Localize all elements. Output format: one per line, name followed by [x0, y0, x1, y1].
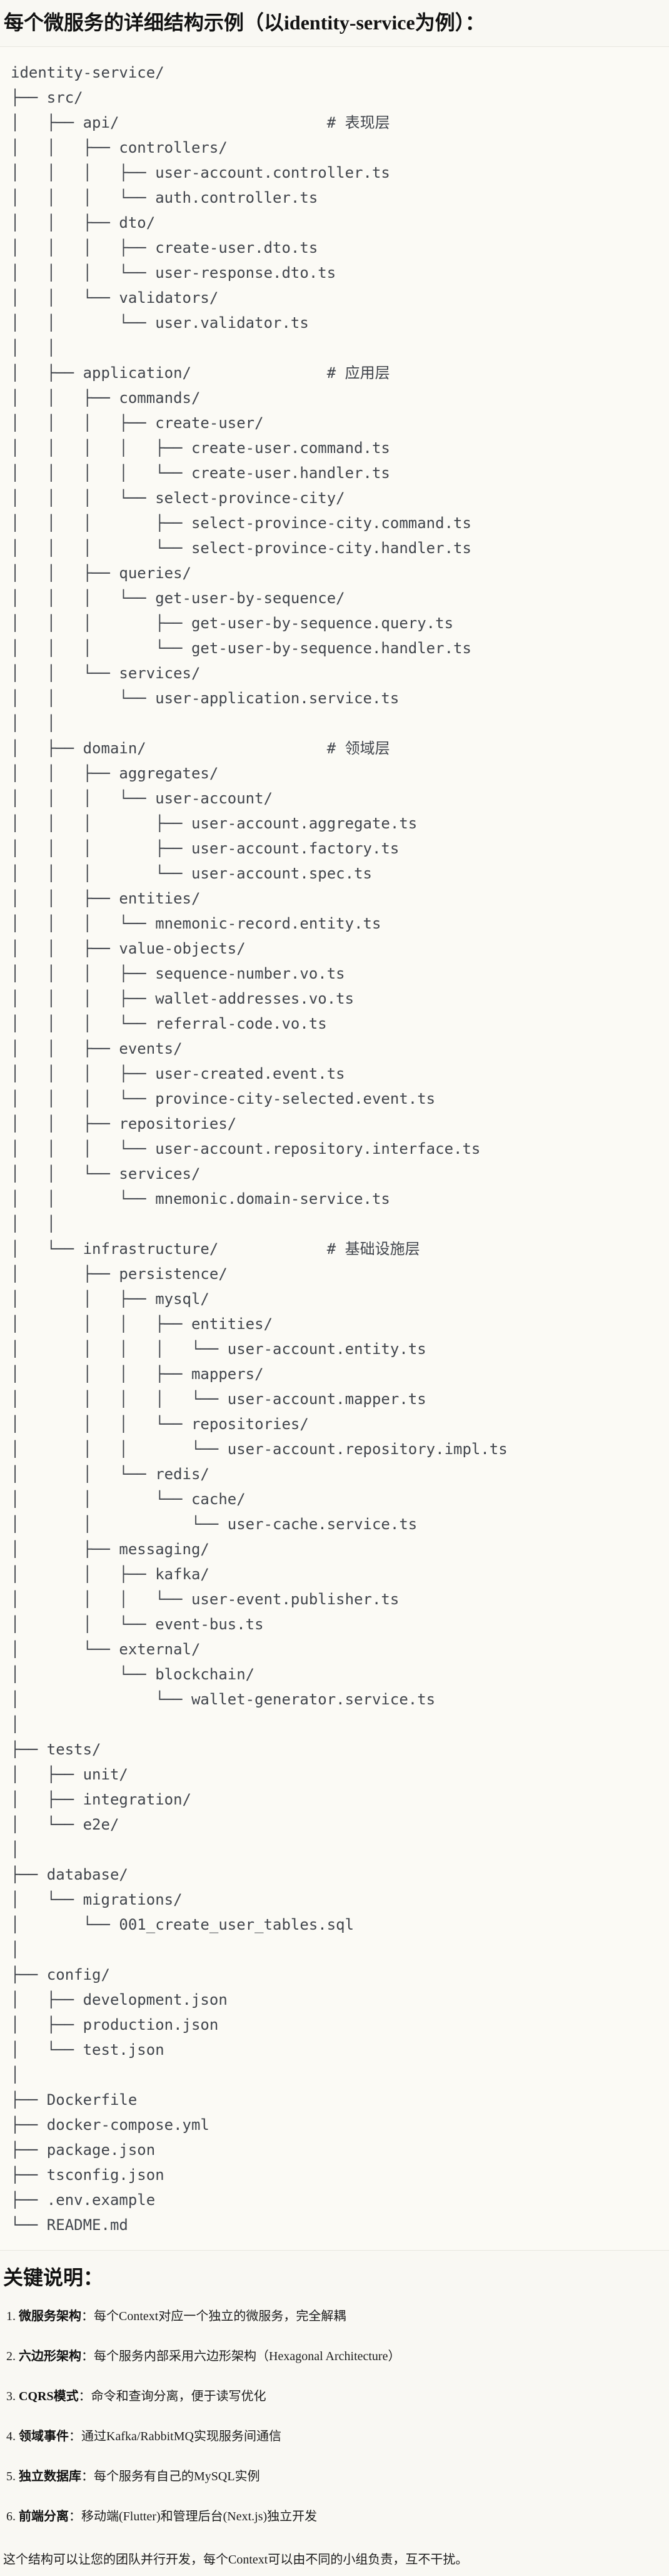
note-item: 2. 六边形架构：每个服务内部采用六边形架构（Hexagonal Archite… — [6, 2347, 663, 2366]
notes-heading: 关键说明： — [3, 2266, 104, 2289]
note-number: 2. — [6, 2349, 19, 2363]
note-separator: ： — [78, 2390, 91, 2403]
note-item: 5. 独立数据库：每个服务有自己的MySQL实例 — [6, 2467, 663, 2486]
note-item: 6. 前端分离：移动端(Flutter)和管理后台(Next.js)独立开发 — [6, 2507, 663, 2526]
note-number: 3. — [6, 2390, 19, 2403]
note-separator: ： — [69, 2510, 81, 2523]
page-title: 每个微服务的详细结构示例（以identity-service为例）： — [4, 11, 485, 34]
note-description: 每个服务有自己的MySQL实例 — [94, 2470, 260, 2483]
note-description: 每个Context对应一个独立的微服务，完全解耦 — [94, 2309, 346, 2323]
closing-paragraph: 这个结构可以让您的团队并行开发，每个Context可以由不同的小组负责，互不干扰… — [3, 2553, 468, 2567]
note-separator: ： — [81, 2309, 94, 2323]
key-notes-section: 关键说明： 1. 微服务架构：每个Context对应一个独立的微服务，完全解耦 … — [0, 2264, 669, 2569]
note-term: 独立数据库 — [19, 2470, 81, 2483]
note-number: 5. — [6, 2470, 19, 2483]
note-item: 4. 领域事件：通过Kafka/RabbitMQ实现服务间通信 — [6, 2427, 663, 2446]
note-number: 6. — [6, 2510, 19, 2523]
note-item: 3. CQRS模式：命令和查询分离，便于读写优化 — [6, 2387, 663, 2406]
note-term: 六边形架构 — [19, 2349, 81, 2363]
note-term: 微服务架构 — [19, 2309, 81, 2323]
directory-tree-code-block: identity-service/ ├── src/ │ ├── api/ # … — [0, 47, 669, 2251]
note-number: 1. — [6, 2309, 19, 2323]
note-term: 领域事件 — [19, 2430, 69, 2443]
note-description: 每个服务内部采用六边形架构（Hexagonal Architecture） — [94, 2349, 401, 2363]
note-term: CQRS模式 — [19, 2390, 79, 2403]
notes-list: 1. 微服务架构：每个Context对应一个独立的微服务，完全解耦 2. 六边形… — [3, 2307, 663, 2526]
note-description: 命令和查询分离，便于读写优化 — [91, 2390, 266, 2403]
note-separator: ： — [81, 2470, 94, 2483]
note-separator: ： — [81, 2349, 94, 2363]
note-separator: ： — [69, 2430, 81, 2443]
note-number: 4. — [6, 2430, 19, 2443]
note-term: 前端分离 — [19, 2510, 69, 2523]
note-description: 移动端(Flutter)和管理后台(Next.js)独立开发 — [81, 2510, 318, 2523]
note-item: 1. 微服务架构：每个Context对应一个独立的微服务，完全解耦 — [6, 2307, 663, 2326]
note-description: 通过Kafka/RabbitMQ实现服务间通信 — [81, 2430, 281, 2443]
document-header: 每个微服务的详细结构示例（以identity-service为例）： — [0, 0, 669, 47]
